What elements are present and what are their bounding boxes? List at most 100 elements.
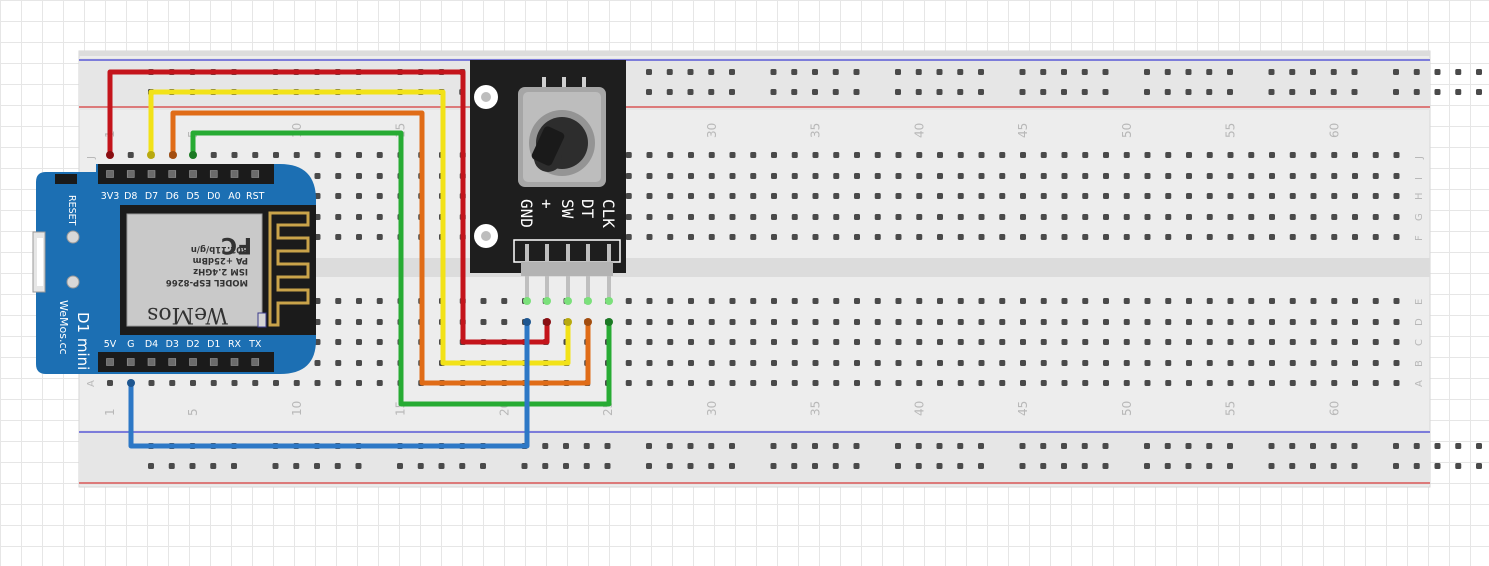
- rail-hole[interactable]: [1206, 463, 1213, 469]
- rail-hole[interactable]: [1289, 69, 1296, 75]
- rail-hole[interactable]: [915, 69, 922, 75]
- header-pin[interactable]: [126, 358, 135, 366]
- breadboard-hole[interactable]: [1269, 360, 1275, 366]
- rail-hole[interactable]: [1310, 463, 1316, 469]
- rail-hole[interactable]: [687, 443, 694, 449]
- rail-hole[interactable]: [1351, 69, 1358, 75]
- breadboard-hole[interactable]: [314, 360, 321, 366]
- rail-hole[interactable]: [604, 463, 611, 469]
- rail-hole[interactable]: [936, 69, 943, 75]
- rail-hole[interactable]: [1289, 443, 1296, 449]
- rail-hole[interactable]: [1393, 89, 1399, 95]
- breadboard-hole[interactable]: [314, 339, 321, 345]
- breadboard-hole[interactable]: [293, 380, 300, 386]
- rail-hole[interactable]: [1019, 443, 1026, 449]
- breadboard-hole[interactable]: [646, 319, 653, 325]
- breadboard-hole[interactable]: [1372, 214, 1379, 220]
- breadboard-hole[interactable]: [1082, 214, 1089, 220]
- breadboard-hole[interactable]: [729, 214, 736, 220]
- breadboard-hole[interactable]: [1352, 339, 1358, 345]
- rail-hole[interactable]: [895, 443, 901, 449]
- rail-hole[interactable]: [563, 463, 569, 469]
- rail-hole[interactable]: [1206, 69, 1213, 75]
- breadboard-hole[interactable]: [1352, 152, 1358, 158]
- rail-hole[interactable]: [1310, 69, 1316, 75]
- breadboard-hole[interactable]: [1289, 193, 1296, 199]
- breadboard-hole[interactable]: [231, 152, 238, 158]
- rail-hole[interactable]: [1061, 443, 1067, 449]
- breadboard-hole[interactable]: [771, 298, 777, 304]
- rail-hole[interactable]: [1434, 89, 1441, 95]
- breadboard-hole[interactable]: [356, 234, 362, 240]
- breadboard-hole[interactable]: [978, 360, 985, 366]
- breadboard-hole[interactable]: [1103, 152, 1109, 158]
- breadboard-hole[interactable]: [895, 298, 902, 304]
- rail-hole[interactable]: [791, 443, 798, 449]
- breadboard-hole[interactable]: [1144, 234, 1151, 240]
- rail-hole[interactable]: [832, 69, 839, 75]
- rail-hole[interactable]: [1081, 443, 1088, 449]
- rail-hole[interactable]: [791, 463, 798, 469]
- orange-wire[interactable]: [170, 110, 591, 386]
- breadboard-hole[interactable]: [667, 298, 674, 304]
- breadboard-hole[interactable]: [1227, 152, 1234, 158]
- rail-hole[interactable]: [1268, 463, 1275, 469]
- breadboard-hole[interactable]: [854, 380, 860, 386]
- breadboard-hole[interactable]: [1393, 360, 1400, 366]
- header-pin[interactable]: [189, 358, 197, 366]
- breadboard-hole[interactable]: [999, 319, 1006, 325]
- rail-hole[interactable]: [189, 463, 196, 469]
- breadboard-hole[interactable]: [1352, 214, 1358, 220]
- breadboard-hole[interactable]: [957, 193, 964, 199]
- breadboard-hole[interactable]: [999, 214, 1006, 220]
- rail-hole[interactable]: [1185, 443, 1192, 449]
- breadboard-hole[interactable]: [1103, 234, 1109, 240]
- breadboard-hole[interactable]: [1061, 339, 1068, 345]
- breadboard-hole[interactable]: [1061, 193, 1068, 199]
- rail-hole[interactable]: [687, 69, 694, 75]
- breadboard-hole[interactable]: [480, 298, 487, 304]
- breadboard-hole[interactable]: [833, 360, 840, 366]
- header-pin[interactable]: [126, 170, 135, 178]
- breadboard-hole[interactable]: [688, 193, 694, 199]
- breadboard-hole[interactable]: [376, 173, 383, 179]
- rail-hole[interactable]: [1455, 69, 1462, 75]
- rail-hole[interactable]: [1227, 89, 1233, 95]
- breadboard-hole[interactable]: [812, 298, 819, 304]
- breadboard-hole[interactable]: [916, 152, 923, 158]
- rail-hole[interactable]: [915, 443, 922, 449]
- breadboard-hole[interactable]: [750, 214, 757, 220]
- breadboard-hole[interactable]: [376, 298, 383, 304]
- breadboard-hole[interactable]: [771, 339, 777, 345]
- breadboard-hole[interactable]: [314, 193, 321, 199]
- breadboard-hole[interactable]: [957, 319, 964, 325]
- rail-hole[interactable]: [1310, 443, 1316, 449]
- breadboard-hole[interactable]: [1310, 339, 1317, 345]
- breadboard-hole[interactable]: [1144, 339, 1151, 345]
- rail-hole[interactable]: [314, 463, 320, 469]
- rail-hole[interactable]: [1289, 463, 1296, 469]
- breadboard-hole[interactable]: [916, 360, 923, 366]
- breadboard-hole[interactable]: [957, 234, 964, 240]
- breadboard-hole[interactable]: [1289, 339, 1296, 345]
- breadboard-hole[interactable]: [708, 152, 715, 158]
- breadboard-hole[interactable]: [1103, 319, 1109, 325]
- rail-hole[interactable]: [1476, 69, 1482, 75]
- breadboard-hole[interactable]: [1393, 214, 1400, 220]
- breadboard-hole[interactable]: [667, 380, 674, 386]
- breadboard-hole[interactable]: [335, 298, 342, 304]
- breadboard-hole[interactable]: [1040, 380, 1047, 386]
- breadboard-hole[interactable]: [1289, 173, 1296, 179]
- breadboard-hole[interactable]: [791, 339, 798, 345]
- breadboard-hole[interactable]: [1206, 234, 1213, 240]
- breadboard-hole[interactable]: [937, 234, 943, 240]
- breadboard-hole[interactable]: [1310, 298, 1317, 304]
- rail-hole[interactable]: [1268, 443, 1275, 449]
- breadboard-hole[interactable]: [1061, 214, 1068, 220]
- breadboard-hole[interactable]: [812, 360, 819, 366]
- rail-hole[interactable]: [770, 69, 777, 75]
- breadboard-hole[interactable]: [729, 234, 736, 240]
- breadboard-hole[interactable]: [1144, 214, 1151, 220]
- breadboard-hole[interactable]: [1331, 193, 1338, 199]
- breadboard-hole[interactable]: [356, 298, 362, 304]
